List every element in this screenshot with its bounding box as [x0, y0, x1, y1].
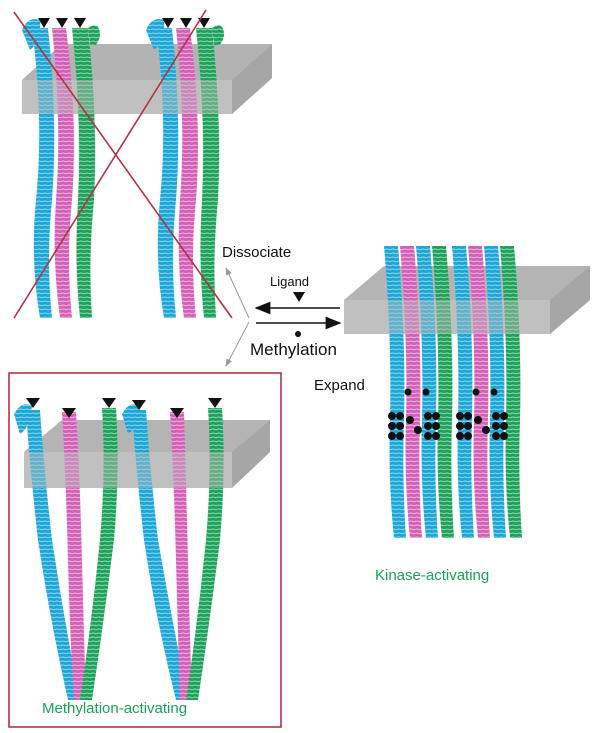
membrane-front-face [24, 452, 232, 488]
ligand-marker [162, 18, 210, 28]
right-panel [344, 246, 590, 538]
dissociate-label: Dissociate [222, 244, 292, 261]
methylation-label: Methylation [250, 340, 337, 359]
top-left-panel [13, 9, 272, 319]
membrane-front-face [22, 80, 232, 114]
ligand-label: Ligand [270, 274, 310, 289]
expanded-receptor [14, 404, 118, 700]
membrane-slab [24, 420, 270, 488]
branch-lines [225, 267, 250, 367]
cross-out-mark [13, 9, 233, 319]
expand-label: Expand [314, 377, 365, 394]
bottom-left-panel [8, 372, 282, 728]
ligand-marker [26, 398, 222, 418]
panel-frame [8, 372, 282, 728]
ligand-marker [38, 18, 86, 28]
ligand-symbol-icon [293, 292, 305, 302]
kinase-activating-label: Kinase-activating [375, 567, 490, 584]
methylation-activating-label: Methylation-activating [42, 700, 188, 717]
receptor-dimer [146, 19, 224, 318]
equilibrium-arrows [254, 292, 342, 337]
membrane-front-face [344, 300, 550, 334]
methyl-group-icon [295, 331, 301, 337]
expanded-receptor [122, 404, 224, 700]
methylation-marks [388, 388, 508, 440]
receptor-dimer [22, 19, 100, 318]
